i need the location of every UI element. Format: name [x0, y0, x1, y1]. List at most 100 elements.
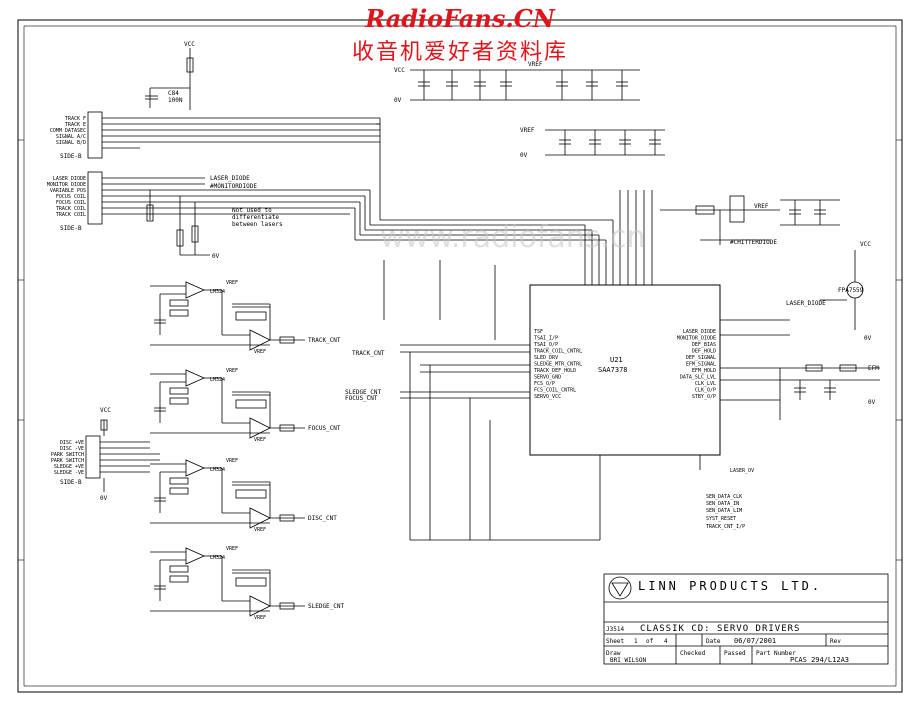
- ov-right: 0V: [864, 335, 872, 342]
- connector-top-pin-label: SIGNAL B/D: [56, 140, 86, 146]
- connector-mid-pin-label: MONITOR DIODE: [47, 182, 86, 188]
- decoupling-caps-top: [410, 69, 665, 156]
- ic-pin-right: EFM_SIGNAL: [686, 362, 716, 368]
- connector-mid-pin-label: FOCUS COIL: [56, 200, 86, 206]
- resistor: [235, 577, 267, 587]
- connector-mid-pin-label: LASER DIODE: [53, 176, 86, 182]
- label-c84: C84: [168, 90, 179, 97]
- connector-bottom-pin-label: DISC -VE: [60, 446, 84, 452]
- opamp-part-label: LM324: [210, 377, 225, 383]
- watermark-chinese: 收音机爱好者资料库: [351, 40, 568, 65]
- opamp-symbol: [249, 417, 271, 439]
- ic-pin-right: DEF_HOLD: [692, 349, 716, 355]
- ov-label-1: 0V: [212, 253, 220, 260]
- border-ticks: [18, 139, 902, 561]
- title-rev-label: Rev: [830, 638, 841, 645]
- resistor: [279, 336, 295, 344]
- opamp-stage: [150, 369, 305, 439]
- opamp-stage: [150, 281, 305, 351]
- resistor: [235, 489, 267, 499]
- connector-mid-pin-label: TRACK COIL: [56, 212, 86, 218]
- vcc-right: VCC: [860, 241, 871, 248]
- opamp-symbol: [185, 459, 205, 477]
- side-b-label-3: SIDE-B: [60, 479, 82, 486]
- title-passed-label: Passed: [724, 650, 746, 657]
- title-main: CLASSIK CD: SERVO DRIVERS: [640, 624, 800, 634]
- vref-label: VREF: [226, 458, 238, 464]
- title-part-number: PCAS 294/L12A3: [790, 656, 849, 664]
- ic-pin-right: CLK_LVL: [695, 381, 716, 387]
- ic-pin-left: TSAI_O/P: [534, 342, 558, 348]
- opamp-part-label: LM324: [210, 467, 225, 473]
- resistor: [169, 575, 189, 583]
- connector-top-pin-label: TRACK F: [65, 116, 86, 122]
- connector-bottom-pin-label: DISC +VE: [60, 440, 84, 446]
- note-differentiate: differentiate: [232, 214, 279, 221]
- ic-pin-right: DEF_BIAS: [692, 342, 716, 348]
- opamp-symbol: [185, 281, 205, 299]
- resistor: [235, 311, 267, 321]
- right-components: [695, 195, 864, 420]
- output-net-label: SLEDGE_CNT: [308, 603, 345, 610]
- output-net-label: FOCUS_CNT: [308, 425, 341, 432]
- ic-pin-right: LASER_DIODE: [683, 329, 716, 335]
- output-net-label: TRACK_CNT: [308, 337, 341, 344]
- side-b-label-2: SIDE-B: [60, 225, 82, 232]
- title-drawn-label: Draw: [606, 650, 621, 657]
- bottom-nets: SEN_DATA_CLKSEN_DATA_INSEN_DATA_LIMSYST_…: [706, 468, 754, 530]
- title-part-label: Part Number: [756, 650, 796, 657]
- ic-pin-left: TSAI_I/P: [534, 336, 558, 342]
- title-sheet-label: Sheet: [606, 638, 624, 645]
- connector-bottom-pin-label: SLEDGE -VE: [54, 470, 84, 476]
- connector-mid: [87, 171, 370, 256]
- bottom-net-label: SYST_RESET: [706, 516, 736, 522]
- ic-pin-left: SLED_DRV: [534, 355, 558, 361]
- ic-pin-left: SLEDGE_MTR_CNTRL: [534, 362, 582, 368]
- title-date: 06/07/2001: [734, 637, 776, 645]
- ov-right-2: 0V: [868, 399, 876, 406]
- connector-mid-pin-label: VARIABLE POS: [50, 188, 86, 194]
- opamp-stages: LM324VREFVREFTRACK_CNTLM324VREFVREFFOCUS…: [150, 280, 345, 621]
- ic-pin-right: CLK_O/P: [695, 388, 716, 394]
- bus-lines: [354, 190, 880, 470]
- vcc-label-left: VCC: [100, 407, 111, 414]
- ic-pin-left: FCS_COIL_CNTRL: [534, 388, 576, 394]
- label-vcc-top: VCC: [184, 41, 195, 48]
- resistor: [169, 309, 189, 317]
- vref-right: VREF: [754, 203, 769, 210]
- ic-pin-left: TRACK_DEF_HOLD: [534, 368, 576, 374]
- net-efm: EFM: [868, 365, 879, 372]
- ic-ref: U21: [610, 356, 623, 364]
- connector-top-pin-label: COMM DATASEC: [50, 128, 86, 134]
- connector-bottom-pin-label: PARK SWITCH: [51, 458, 84, 464]
- ic-pin-left: SERVO_VCC: [534, 394, 561, 400]
- vref-top: VREF: [528, 61, 543, 68]
- title-block: [603, 573, 889, 665]
- sheet-border: [17, 19, 903, 693]
- watermark-url: www.radiofans.cn: [380, 220, 646, 255]
- cap-c84: [145, 48, 194, 110]
- resistor: [279, 514, 295, 522]
- ic-fpa: FPA7559: [838, 287, 864, 294]
- output-net-label: DISC_CNT: [308, 515, 337, 522]
- vref-label: VREF: [254, 527, 266, 533]
- ic-pin-right: MONITOR_DIODE: [677, 336, 716, 342]
- connector-bottom-pin-label: SLEDGE +VE: [54, 464, 84, 470]
- resistor: [169, 487, 189, 495]
- resistor: [169, 397, 189, 405]
- connector-bottom-pin-label: PARK SWITCH: [51, 452, 84, 458]
- ov-label-2: 0V: [100, 495, 108, 502]
- vref-label: VREF: [226, 280, 238, 286]
- net-laser-diode-2: LASER_DIODE: [786, 300, 826, 307]
- resistor: [169, 565, 189, 573]
- bottom-net-label: TRACK_CNT_I/P: [706, 524, 745, 530]
- opamp-stage: [150, 459, 305, 529]
- ic-pin-left: FCS_O/P: [534, 381, 555, 387]
- title-drawn-by: BRI WILSON: [610, 657, 647, 664]
- note-not-used: Not used to: [232, 207, 272, 214]
- net-track-cnt-in: TRACK_CNT: [352, 350, 385, 357]
- bottom-net-label: LASER_OV: [730, 468, 754, 474]
- sheet-inner-border: [23, 25, 897, 687]
